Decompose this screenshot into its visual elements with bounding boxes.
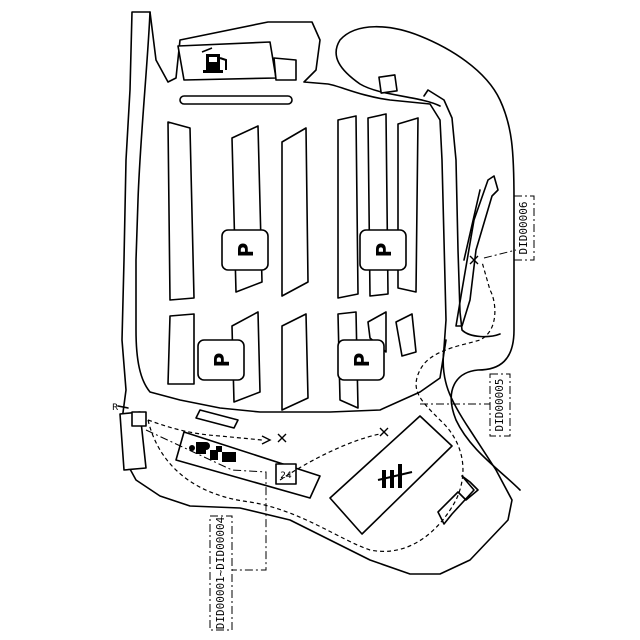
svg-text:P: P: [234, 243, 258, 258]
r-mark: R: [112, 403, 118, 413]
parking-rows-upper: [168, 114, 418, 300]
parking-sign-2: P: [360, 230, 406, 270]
parking-sign-4: P: [338, 340, 384, 380]
did-label-restaurant: DID00005: [490, 374, 510, 436]
ramp-merge-strip: [456, 176, 498, 326]
walkway-bar: [180, 96, 292, 104]
leader-line-ramp: [484, 250, 516, 258]
gas-station-canopy: [274, 58, 296, 80]
bench: [196, 410, 238, 428]
svg-text:DID00006: DID00006: [517, 202, 530, 255]
convenience-store-icon: 24: [276, 464, 296, 484]
restroom-building: [176, 432, 320, 498]
ramp-road-inner: [424, 90, 500, 337]
svg-text:DID00001~DID00004: DID00001~DID00004: [214, 516, 227, 629]
did-label-ramp: DID00006: [514, 196, 534, 260]
svg-text:P: P: [350, 353, 374, 368]
parking-sign-1: P: [222, 230, 268, 270]
svg-text:DID00005: DID00005: [493, 379, 506, 432]
route-marker-1: [262, 434, 286, 444]
route-marker-2: [380, 428, 388, 436]
svg-text:P: P: [210, 353, 234, 368]
annex-building: [438, 476, 478, 524]
ramp-divider: [464, 190, 480, 260]
svg-text:P: P: [372, 243, 396, 258]
parking-sign-3: P: [198, 340, 244, 380]
entrance-gate: [132, 412, 146, 426]
did-label-entrance: DID00001~DID00004: [210, 516, 232, 630]
small-structure: [379, 75, 397, 93]
